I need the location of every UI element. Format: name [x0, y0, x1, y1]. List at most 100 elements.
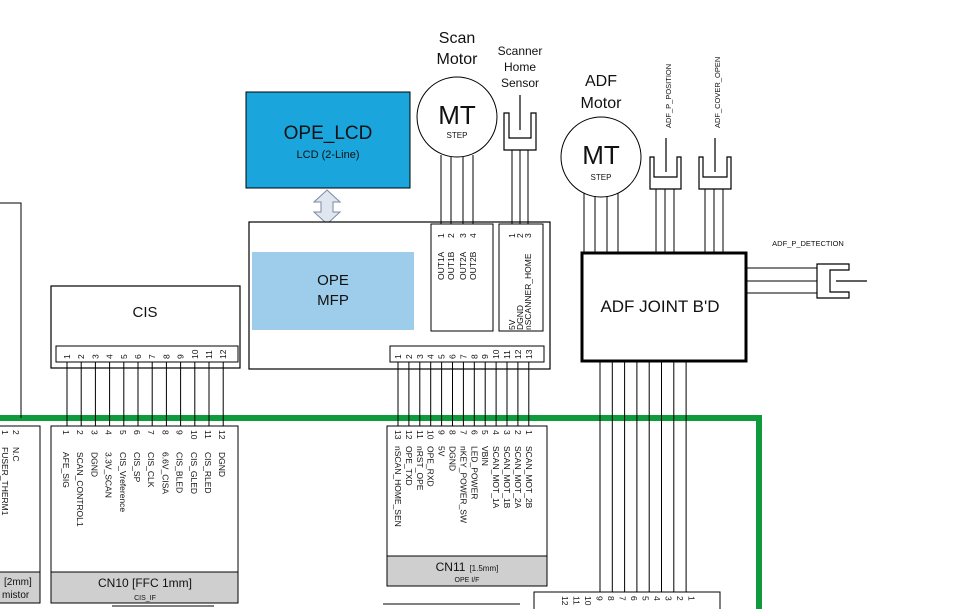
adf-motor-title-2: Motor — [581, 95, 623, 112]
scan-motor-sub: STEP — [447, 131, 468, 140]
cn11-pin-number: 2 — [513, 430, 523, 435]
adf-joint-title: ADF JOINT B'D — [600, 297, 719, 316]
thermistor-signal-label: N.C — [11, 447, 21, 462]
cn11-pin-number: 4 — [491, 430, 501, 435]
scan-motor-wires — [440, 155, 474, 224]
ope-to-cn11-wires — [397, 362, 530, 428]
adf-motor-wires — [583, 193, 619, 253]
bottom-right-pin-number: 5 — [641, 596, 651, 601]
cn11-signal-label: LED_POWER — [469, 446, 479, 499]
cn10-signal-label: CIS_Vreference — [118, 452, 128, 512]
cn10-signal-label: AFE_SIG — [61, 452, 71, 488]
ope-lcd-box — [245, 91, 411, 189]
adf-p-detection-label: ADF_P_DETECTION — [772, 239, 844, 248]
home-sensor-connector-signal: 5V — [507, 319, 517, 330]
bottom-right-pin-number: 3 — [664, 596, 674, 601]
cn10-signal-label: 3.3V_SCAN — [104, 452, 114, 498]
cis-pin-number: 11 — [204, 350, 214, 359]
adf-p-detection-wires — [746, 267, 817, 294]
cn11-signal-label: SCAN_MOT_1A — [491, 446, 501, 509]
cn11-signal-label: VBIN — [480, 446, 490, 466]
home-sensor-connector-signal: DGND — [515, 305, 525, 330]
cis-pin-number: 7 — [147, 354, 157, 359]
ope-pin-number: 6 — [448, 354, 458, 359]
scan-motor-connector-pin: 3 — [458, 233, 468, 238]
ope-pin-number: 12 — [513, 349, 523, 359]
cn11-signal-label: nRST_OPE — [415, 446, 425, 491]
ope-pin-number: 1 — [393, 354, 403, 359]
cn10-pin-number: 9 — [175, 430, 185, 435]
ope-pin-number: 4 — [426, 354, 436, 359]
ope-pin-number: 10 — [491, 349, 501, 359]
cis-pin-header — [55, 345, 239, 363]
bottom-right-pin-number: 8 — [606, 596, 616, 601]
home-sensor-connector-pin: 3 — [523, 233, 533, 238]
scan-motor-symbol: MT — [438, 100, 476, 130]
adf-cover-open-label: ADF_COVER_OPEN — [713, 57, 722, 128]
board-outline — [0, 415, 762, 609]
cn10-signal-label: CIS_SP — [132, 452, 142, 483]
cn11-pin-number: 9 — [437, 430, 447, 435]
thermistor-signal-label: FUSER_THERM1 — [0, 447, 10, 516]
cn11-footer — [386, 555, 548, 587]
cis-pin-number: 3 — [90, 354, 100, 359]
ope-pin-number: 13 — [524, 349, 534, 359]
cn11-pin-number: 11 — [415, 430, 425, 439]
cn11-pin-number: 12 — [404, 430, 414, 440]
ope-pin-number: 8 — [469, 354, 479, 359]
cis-pin-number: 10 — [190, 349, 200, 359]
home-sensor-connector-signal: nSCANNER_HOME — [523, 253, 533, 330]
cis-pin-number: 1 — [62, 354, 72, 359]
cn11-pin-number: 7 — [458, 430, 468, 435]
scan-motor-connector-pin: 1 — [436, 233, 446, 238]
thermistor-pin-number: 1 — [0, 430, 10, 435]
bottom-right-pin-number: 7 — [618, 596, 628, 601]
bottom-right-pin-number: 4 — [652, 596, 662, 601]
bottom-right-pin-number: 10 — [583, 596, 593, 606]
ope-pin-number: 2 — [404, 354, 414, 359]
bottom-right-pin-number: 6 — [629, 596, 639, 601]
bottom-right-pin-number: 1 — [687, 596, 697, 601]
bottom-right-pin-number: 9 — [595, 596, 605, 601]
adf-joint-down-wires — [599, 361, 687, 592]
scan-motor-connector-signal: OUT2A — [458, 251, 468, 280]
cn10-pin-number: 11 — [203, 430, 213, 439]
cn10-signal-label: CIS_CLK — [146, 452, 156, 488]
cis-pin-number: 5 — [119, 354, 129, 359]
ope-lcd-subtitle: LCD (2-Line) — [297, 149, 360, 161]
cn11-signal-label: SCAN_MOT_1B — [502, 446, 512, 509]
adf-motor-icon — [560, 116, 642, 198]
scan-motor-connector-box — [430, 223, 494, 332]
cn10-signal-label: DGND — [89, 452, 99, 477]
thermistor-footer — [0, 571, 41, 604]
home-sensor-connector-pin: 2 — [515, 233, 525, 238]
cn11-size: [1.5mm] — [469, 564, 498, 573]
adf-motor-sub: STEP — [591, 173, 612, 182]
ope-mfp-line1: OPE — [317, 272, 349, 289]
scan-motor-connector-pin: 4 — [468, 233, 478, 238]
bottom-right-pin-number: 11 — [572, 596, 582, 605]
home-sensor-label-1: Scanner — [498, 44, 543, 58]
scan-motor-icon — [416, 76, 498, 158]
thermistor-pin-number: 2 — [11, 430, 21, 435]
cn10-signal-label: DGND — [217, 452, 227, 477]
cis-pin-number: 6 — [133, 354, 143, 359]
cis-pin-number: 8 — [161, 354, 171, 359]
home-sensor-wires — [511, 150, 529, 224]
cn10-sublabel: CIS_IF — [134, 595, 156, 602]
cn11-pin-number: 3 — [502, 430, 512, 435]
cn10-pin-number: 4 — [104, 430, 114, 435]
thermistor-sublabel-fragment: mistor — [2, 590, 30, 601]
cn10-signal-label: CIS_RLED — [203, 452, 213, 494]
home-sensor-connector-box — [498, 223, 544, 332]
cn10-label: CN10 [FFC 1mm] — [98, 576, 192, 590]
ope-pin-number: 7 — [458, 354, 468, 359]
cn10-pin-number: 1 — [61, 430, 71, 435]
cn11-signal-label: SCAN_MOT_2A — [513, 446, 523, 509]
cn10-pin-number: 3 — [89, 430, 99, 435]
cn11-pin-number: 10 — [426, 430, 436, 440]
cn10-pin-number: 6 — [132, 430, 142, 435]
